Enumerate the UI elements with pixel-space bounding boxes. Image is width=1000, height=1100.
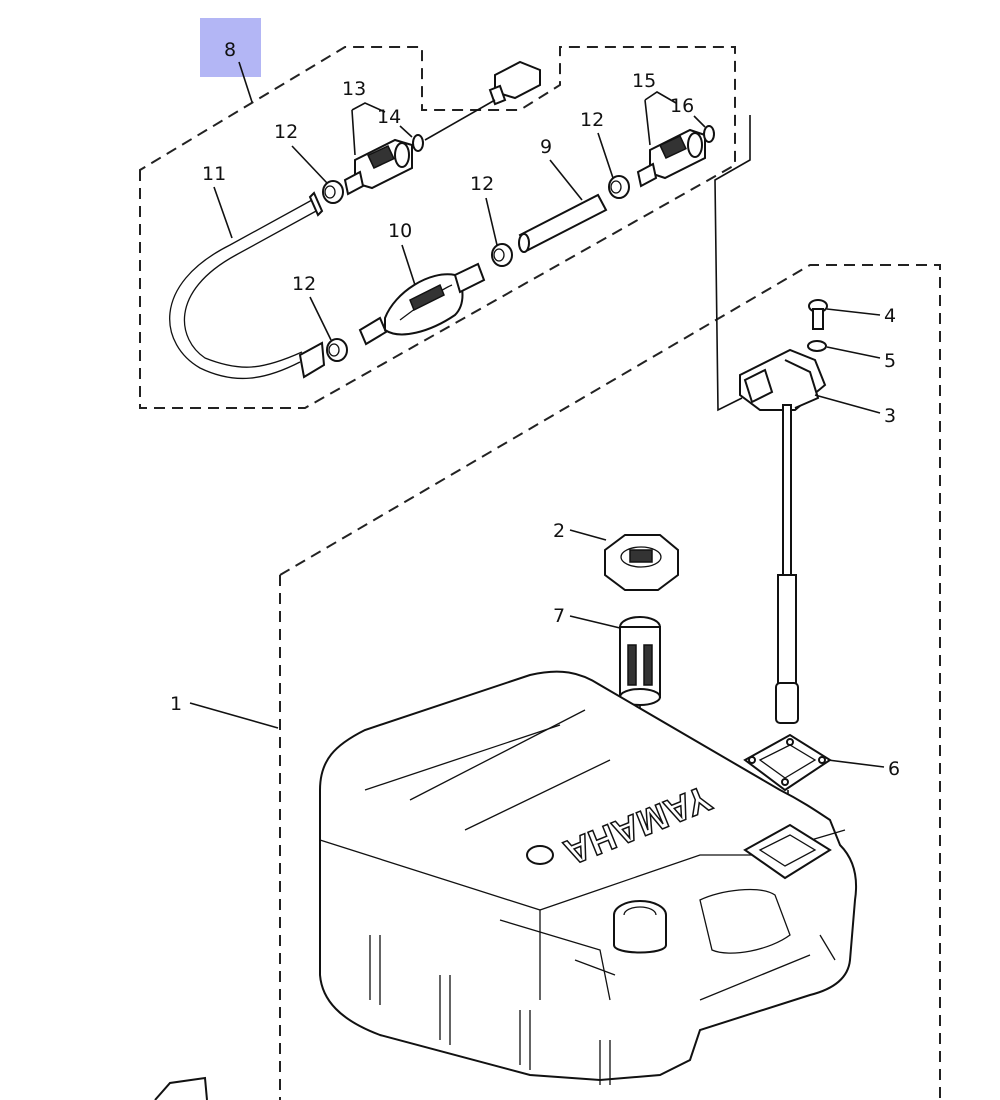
gasket-6: [743, 733, 832, 845]
washer-5: [807, 340, 827, 352]
hose-clamp-12a: [322, 180, 344, 204]
hose-kit-group-outline: [139, 46, 736, 409]
hose-clamp-12b: [608, 175, 630, 199]
hose-clamp-12d: [326, 338, 348, 362]
o-ring-16: [703, 125, 715, 143]
svg-text:13: 13: [342, 78, 366, 100]
callout-8[interactable]: 8: [224, 39, 236, 61]
callout-12d[interactable]: 12: [292, 273, 332, 341]
fuel-hose-11: [169, 191, 326, 380]
hose-clamp-12c: [491, 243, 513, 267]
callout-2[interactable]: 2: [553, 520, 607, 542]
svg-text:12: 12: [292, 273, 316, 295]
svg-text:12: 12: [274, 121, 298, 143]
primer-bulb-10: [358, 262, 486, 346]
svg-text:7: 7: [553, 605, 565, 627]
svg-text:6: 6: [888, 758, 900, 780]
partial-part-bottom-left: [154, 1076, 208, 1100]
svg-text:5: 5: [884, 350, 896, 372]
fuel-connector-13: [343, 138, 413, 196]
svg-text:12: 12: [470, 173, 494, 195]
callout-13[interactable]: 13: [342, 78, 386, 156]
fuel-gauge-rod: [775, 404, 799, 724]
fuel-cap-2: [604, 534, 679, 591]
svg-text:15: 15: [632, 70, 656, 92]
fuel-hose-9: [518, 193, 608, 253]
callout-14[interactable]: 14: [377, 106, 413, 138]
svg-text:14: 14: [377, 106, 401, 128]
callout-5[interactable]: 5: [826, 346, 896, 372]
callout-12c[interactable]: 12: [470, 173, 498, 246]
fuel-connector-15: [636, 128, 706, 188]
svg-text:9: 9: [540, 136, 552, 158]
callout-3[interactable]: 3: [814, 394, 896, 427]
screw-4: [808, 299, 828, 330]
highlight-box-8[interactable]: [200, 18, 261, 77]
callout-4[interactable]: 4: [826, 305, 896, 327]
callout-10[interactable]: 10: [388, 220, 416, 286]
callout-12b[interactable]: 12: [580, 109, 614, 179]
callout-12a[interactable]: 12: [274, 121, 328, 184]
callout-7[interactable]: 7: [553, 605, 621, 629]
callout-6[interactable]: 6: [827, 758, 900, 780]
svg-text:12: 12: [580, 109, 604, 131]
callout-1[interactable]: 1: [170, 693, 279, 729]
fuel-tank-1: YAMAHA: [319, 670, 858, 1085]
fuel-joint-3: [739, 348, 827, 411]
o-ring-14: [412, 134, 424, 152]
callout-11[interactable]: 11: [202, 163, 233, 239]
svg-text:2: 2: [553, 520, 565, 542]
adapter-fitting: [424, 60, 541, 141]
callout-15[interactable]: 15: [632, 70, 677, 146]
svg-text:3: 3: [884, 405, 896, 427]
svg-text:16: 16: [670, 95, 694, 117]
callout-9[interactable]: 9: [540, 136, 583, 201]
callout-16[interactable]: 16: [670, 95, 706, 128]
svg-text:4: 4: [884, 305, 896, 327]
svg-text:10: 10: [388, 220, 412, 242]
svg-text:1: 1: [170, 693, 182, 715]
svg-text:11: 11: [202, 163, 226, 185]
tank-assembly-group-outline: [279, 264, 941, 1100]
